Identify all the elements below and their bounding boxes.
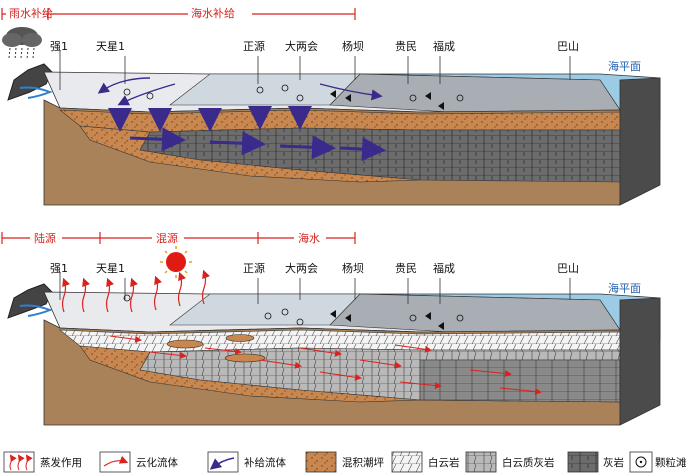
bottom-well-label: 杨坝 bbox=[342, 261, 364, 275]
legend-item-dolomitizing-fluid: 云化流体 bbox=[99, 451, 178, 473]
top-panel: 雨水补给 海水补给 bbox=[1, 4, 661, 206]
legend-label: 云化流体 bbox=[136, 456, 178, 469]
bottom-well-label: 天星1 bbox=[96, 262, 125, 275]
top-well-label: 大两会 bbox=[285, 39, 318, 53]
bottom-side-face bbox=[619, 297, 661, 426]
bottom-well-lines bbox=[59, 272, 571, 304]
top-well-label: 贵民 bbox=[395, 40, 417, 53]
rain-supply-label: 雨水补给 bbox=[9, 7, 53, 20]
top-well-label: 强1 bbox=[50, 40, 68, 53]
sea-source-label: 海水 bbox=[298, 231, 320, 245]
bottom-well-label: 大两会 bbox=[285, 261, 318, 275]
legend-label: 混积潮坪 bbox=[342, 456, 384, 469]
top-well-label: 杨坝 bbox=[342, 39, 364, 53]
legend-label: 灰岩 bbox=[603, 456, 624, 469]
dolomitizing-fluid-arrows bbox=[109, 335, 542, 395]
legend-item-grain-shoal: 颗粒滩 bbox=[629, 451, 687, 473]
evaporation-arrows bbox=[61, 269, 211, 313]
bottom-flow-markers bbox=[330, 310, 444, 330]
legend-item-dolomite: 白云岩 bbox=[391, 451, 460, 473]
top-well-label: 天星1 bbox=[96, 40, 125, 53]
legend-item-dolomitic-limestone: 白云质灰岩 bbox=[465, 451, 555, 473]
bottom-well-label: 正源 bbox=[243, 261, 265, 275]
land-source-rock bbox=[7, 283, 53, 319]
rain-cloud-icon bbox=[2, 27, 42, 61]
legend-item-tidal-flat: 混积潮坪 bbox=[305, 451, 384, 473]
legend-label: 白云质灰岩 bbox=[502, 456, 555, 469]
legend-label: 颗粒滩 bbox=[655, 456, 687, 469]
land-source-label: 陆源 bbox=[34, 231, 56, 245]
top-side-face bbox=[619, 77, 661, 206]
bottom-panel: 陆源 混源 海水 bbox=[1, 228, 661, 426]
bottom-grain-shoals bbox=[123, 294, 464, 326]
sun-icon bbox=[160, 246, 192, 278]
top-well-label: 正源 bbox=[243, 39, 265, 53]
top-well-label: 福成 bbox=[433, 39, 455, 53]
mixed-source-label: 混源 bbox=[156, 231, 178, 245]
land-source-rock bbox=[7, 63, 53, 101]
top-grain-shoals bbox=[123, 84, 464, 102]
legend-label: 蒸发作用 bbox=[40, 456, 82, 469]
top-well-lines bbox=[59, 50, 571, 90]
legend: 蒸发作用 云化流体 补给流体 混积潮坪 白云岩 白云质灰岩 灰岩 bbox=[3, 451, 687, 473]
bottom-limestone bbox=[419, 359, 621, 403]
top-well-label: 巴山 bbox=[557, 40, 579, 53]
bottom-well-label: 福成 bbox=[433, 261, 455, 275]
bottom-well-label: 贵民 bbox=[395, 262, 417, 275]
bottom-grain-lenses bbox=[166, 334, 266, 363]
top-recharge-arrows bbox=[97, 77, 386, 162]
legend-label: 白云岩 bbox=[428, 456, 460, 469]
legend-item-evaporation: 蒸发作用 bbox=[3, 451, 82, 473]
bottom-well-label: 巴山 bbox=[557, 262, 579, 275]
bottom-sea-level-label: 海平面 bbox=[608, 281, 641, 295]
sea-supply-label: 海水补给 bbox=[191, 6, 235, 20]
bottom-well-label: 强1 bbox=[50, 262, 68, 275]
legend-item-recharge-fluid: 补给流体 bbox=[207, 451, 286, 473]
legend-label: 补给流体 bbox=[244, 456, 286, 469]
top-flow-markers bbox=[330, 90, 444, 110]
bottom-tidal-flat bbox=[79, 345, 421, 403]
top-sea-level-label: 海平面 bbox=[608, 59, 641, 73]
legend-item-limestone: 灰岩 bbox=[567, 451, 624, 473]
